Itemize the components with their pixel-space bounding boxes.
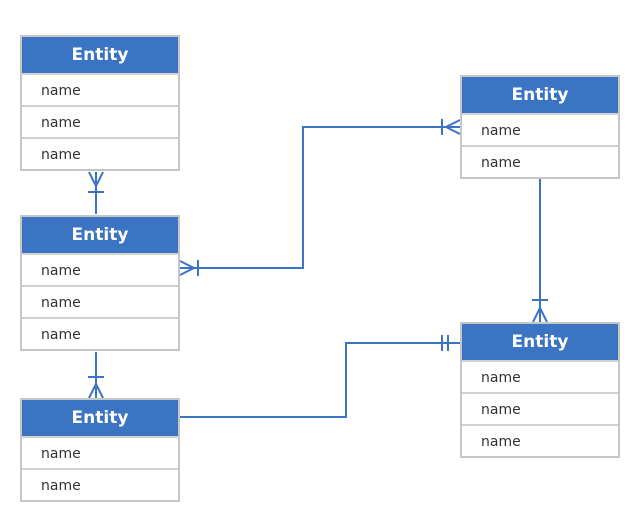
- entity-box-5[interactable]: Entity name name name: [460, 322, 620, 458]
- entity-field: name: [462, 113, 618, 145]
- entity-title: Entity: [462, 77, 618, 113]
- entity-field: name: [22, 73, 178, 105]
- entity-box-3[interactable]: Entity name name: [20, 398, 180, 502]
- entity-title: Entity: [22, 400, 178, 436]
- entity-title: Entity: [462, 324, 618, 360]
- entity-field: name: [462, 360, 618, 392]
- relationship-e2-e3[interactable]: [88, 352, 104, 399]
- entity-field: name: [22, 137, 178, 169]
- relationship-e3-e5[interactable]: [180, 335, 460, 418]
- entity-field: name: [22, 468, 178, 500]
- relationship-e4-e5[interactable]: [532, 178, 548, 323]
- entity-field: name: [22, 285, 178, 317]
- entity-field: name: [22, 253, 178, 285]
- entity-field: name: [462, 145, 618, 177]
- relationship-e1-e2[interactable]: [88, 171, 104, 214]
- entity-box-1[interactable]: Entity name name name: [20, 35, 180, 171]
- entity-field: name: [22, 436, 178, 468]
- entity-field: name: [22, 105, 178, 137]
- entity-field: name: [462, 424, 618, 456]
- entity-box-2[interactable]: Entity name name name: [20, 215, 180, 351]
- entity-title: Entity: [22, 217, 178, 253]
- entity-box-4[interactable]: Entity name name: [460, 75, 620, 179]
- relationship-e2-e4[interactable]: [179, 119, 461, 276]
- entity-field: name: [462, 392, 618, 424]
- entity-title: Entity: [22, 37, 178, 73]
- entity-field: name: [22, 317, 178, 349]
